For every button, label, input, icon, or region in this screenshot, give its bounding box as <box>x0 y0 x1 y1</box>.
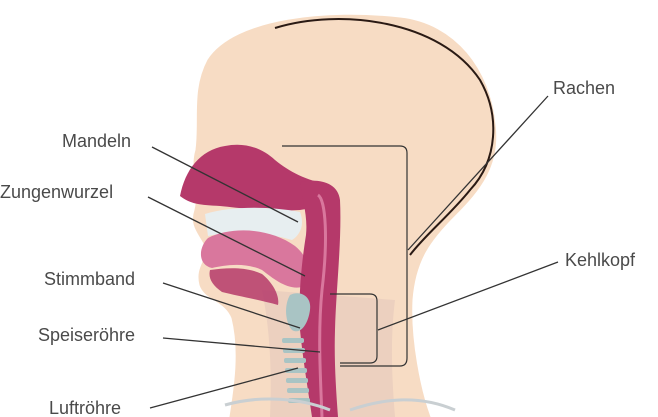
label-speiseroehre: Speiseröhre <box>38 325 135 345</box>
label-stimmband: Stimmband <box>44 269 135 289</box>
label-mandeln: Mandeln <box>62 131 131 151</box>
label-zungenwurzel: Zungenwurzel <box>0 182 113 202</box>
label-rachen: Rachen <box>553 78 615 98</box>
label-kehlkopf: Kehlkopf <box>565 250 636 270</box>
label-luftroehre: Luftröhre <box>49 398 121 417</box>
